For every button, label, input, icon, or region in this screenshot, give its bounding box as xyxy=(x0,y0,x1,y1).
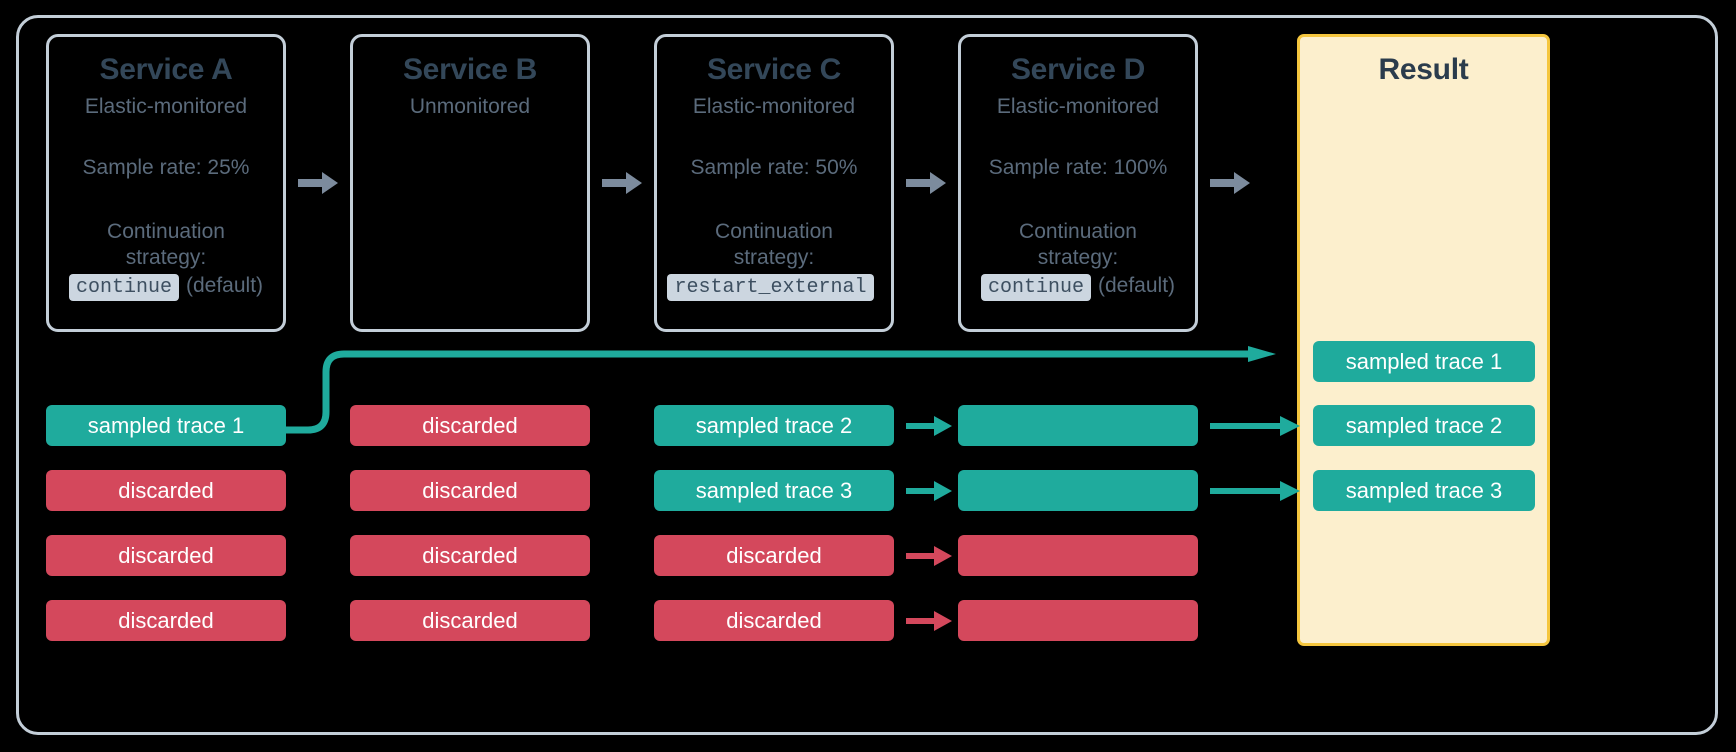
service-strategy-value: restart_external xyxy=(667,273,874,301)
trace-pill xyxy=(958,600,1198,641)
trace-pill: sampled trace 1 xyxy=(46,405,286,446)
sampled-trace-1-connector xyxy=(282,346,1276,434)
trace-label: discarded xyxy=(422,542,518,568)
service-sample-rate: Sample rate: 100% xyxy=(988,155,1168,179)
service-strategy-value: continue xyxy=(980,273,1091,301)
service-strategy-note: (default) xyxy=(1097,273,1176,297)
trace-arrow-d-to-result-icon xyxy=(1210,413,1300,439)
service-title: Service B xyxy=(402,53,538,86)
result-panel: Result xyxy=(1297,34,1550,646)
service-strategy-note: (default) xyxy=(185,273,264,297)
trace-pill: discarded xyxy=(350,405,590,446)
service-strategy-label: Continuation strategy: xyxy=(107,219,225,272)
trace-label: discarded xyxy=(726,607,822,633)
service-strategy-label: Continuation strategy: xyxy=(715,219,833,272)
trace-pill: discarded xyxy=(350,470,590,511)
trace-label: discarded xyxy=(422,607,518,633)
service-strategy-label-line2: strategy: xyxy=(125,246,207,270)
result-pill: sampled trace 1 xyxy=(1313,341,1535,382)
trace-label: discarded xyxy=(118,607,214,633)
trace-arrow-d-to-result-icon xyxy=(1210,478,1300,504)
trace-pill xyxy=(958,470,1198,511)
service-strategy-label-line1: Continuation xyxy=(1019,220,1137,243)
flow-arrow-c-to-d-icon xyxy=(906,170,946,196)
trace-arrow-c-to-d-icon xyxy=(906,543,952,569)
trace-pill: discarded xyxy=(46,535,286,576)
service-strategy-row: continue (default) xyxy=(68,273,264,301)
trace-label: discarded xyxy=(422,412,518,438)
trace-pill: discarded xyxy=(654,600,894,641)
service-strategy-value: continue xyxy=(68,273,179,301)
trace-pill xyxy=(958,405,1198,446)
trace-pill: sampled trace 2 xyxy=(654,405,894,446)
service-strategy-row: continue (default) xyxy=(980,273,1176,301)
service-title: Service D xyxy=(1010,53,1146,86)
trace-label: discarded xyxy=(726,542,822,568)
trace-pill: sampled trace 3 xyxy=(654,470,894,511)
diagram-outer-frame xyxy=(16,15,1718,735)
service-monitoring-status: Elastic-monitored xyxy=(996,94,1160,118)
result-pill: sampled trace 2 xyxy=(1313,405,1535,446)
service-sample-rate: Sample rate: 25% xyxy=(82,155,250,179)
service-title: Service C xyxy=(706,53,842,86)
trace-pill xyxy=(958,535,1198,576)
result-label: sampled trace 3 xyxy=(1345,477,1503,503)
trace-pill: discarded xyxy=(46,600,286,641)
trace-label: sampled trace 1 xyxy=(87,412,245,438)
trace-pill: discarded xyxy=(350,600,590,641)
trace-label: discarded xyxy=(118,477,214,503)
trace-label: discarded xyxy=(118,542,214,568)
trace-arrow-c-to-d-icon xyxy=(906,478,952,504)
trace-pill: discarded xyxy=(46,470,286,511)
service-strategy-label-line2: strategy: xyxy=(1037,246,1119,270)
service-strategy-label-line2: strategy: xyxy=(733,246,815,270)
service-strategy-label-line1: Continuation xyxy=(107,220,225,243)
trace-pill: discarded xyxy=(654,535,894,576)
service-monitoring-status: Unmonitored xyxy=(409,94,531,118)
service-monitoring-status: Elastic-monitored xyxy=(84,94,248,118)
flow-arrow-d-to-result-icon xyxy=(1210,170,1250,196)
service-box-b: Service B Unmonitored xyxy=(350,34,590,332)
trace-arrow-c-to-d-icon xyxy=(906,608,952,634)
trace-arrow-c-to-d-icon xyxy=(906,413,952,439)
trace-label: sampled trace 2 xyxy=(695,412,853,438)
result-label: sampled trace 1 xyxy=(1345,348,1503,374)
service-box-d: Service D Elastic-monitored Sample rate:… xyxy=(958,34,1198,332)
trace-pill: discarded xyxy=(350,535,590,576)
service-box-a: Service A Elastic-monitored Sample rate:… xyxy=(46,34,286,332)
service-box-c: Service C Elastic-monitored Sample rate:… xyxy=(654,34,894,332)
trace-label: discarded xyxy=(422,477,518,503)
flow-arrow-b-to-c-icon xyxy=(602,170,642,196)
service-monitoring-status: Elastic-monitored xyxy=(692,94,856,118)
service-strategy-label-line1: Continuation xyxy=(715,220,833,243)
flow-arrow-a-to-b-icon xyxy=(298,170,338,196)
service-sample-rate: Sample rate: 50% xyxy=(690,155,858,179)
trace-label: sampled trace 3 xyxy=(695,477,853,503)
result-title: Result xyxy=(1378,53,1469,86)
result-pill: sampled trace 3 xyxy=(1313,470,1535,511)
service-strategy-label: Continuation strategy: xyxy=(1019,219,1137,272)
service-strategy-row: restart_external xyxy=(667,273,880,301)
service-title: Service A xyxy=(99,53,233,86)
result-label: sampled trace 2 xyxy=(1345,412,1503,438)
